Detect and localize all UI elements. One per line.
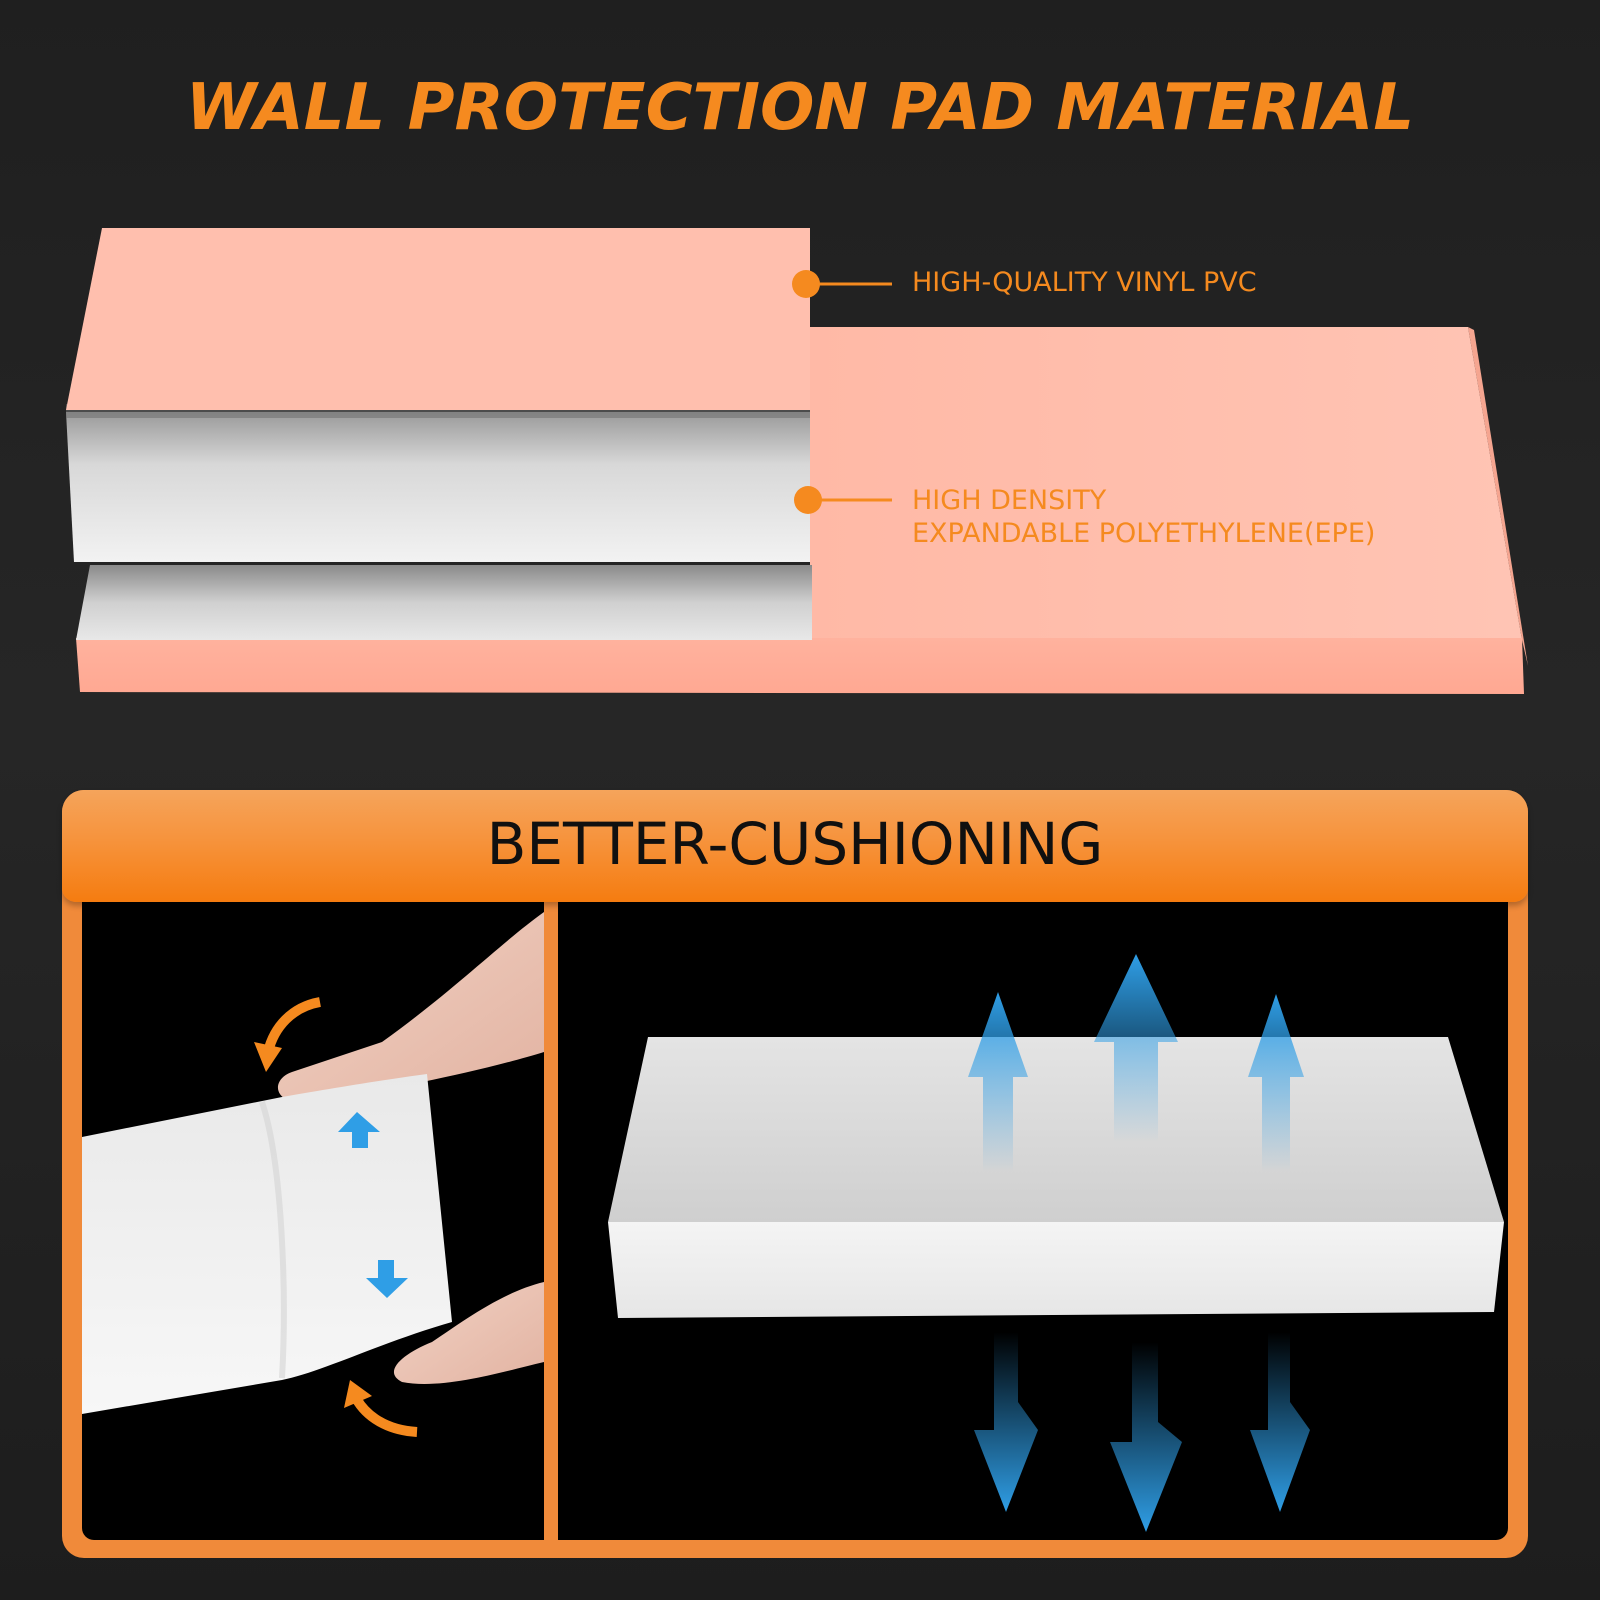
blue-arrow-icon [1094,954,1178,1142]
orange-dot-icon [792,270,892,298]
blue-arrow-icon [1110,1342,1182,1532]
cushioning-panel: BETTER-CUSHIONING [62,790,1528,1558]
blue-arrow-icon [1248,994,1304,1172]
epe-callout-line1: HIGH DENSITY [912,485,1107,516]
pvc-top-layer [66,228,810,410]
curved-arrow-icon [344,1380,418,1437]
foam-block-top [608,1037,1504,1222]
foam-block-photo [558,902,1508,1540]
curved-arrow-icon [254,997,322,1072]
material-layers-illustration [66,228,1528,694]
orange-dot-icon [794,486,892,514]
epe-lower-layer [76,565,812,640]
pvc-base-layer [76,638,1524,694]
epe-callout-label: HIGH DENSITY EXPANDABLE POLYETHYLENE(EPE… [912,484,1375,550]
blue-arrow-icon [366,1260,408,1298]
foam-strip [82,1074,452,1414]
hand-top [277,912,544,1102]
blue-arrow-icon [974,1332,1038,1512]
panel-header: BETTER-CUSHIONING [62,790,1528,902]
foam-block-front [608,1222,1504,1318]
hand-bottom [393,1282,544,1384]
blue-arrow-icon [968,992,1028,1172]
panel-title: BETTER-CUSHIONING [486,810,1104,878]
epe-callout-line2: EXPANDABLE POLYETHYLENE(EPE) [912,518,1376,549]
squeeze-foam-photo [82,902,544,1540]
blue-arrow-icon [1250,1332,1310,1512]
pvc-callout-label: HIGH-QUALITY VINYL PVC [912,267,1257,298]
page-title: WALL PROTECTION PAD MATERIAL [185,71,1415,145]
pvc-back-layer [810,327,1522,640]
pvc-back-layer-edge [1468,327,1528,666]
epe-upper-layer [66,412,810,562]
blue-arrow-icon [338,1112,380,1148]
